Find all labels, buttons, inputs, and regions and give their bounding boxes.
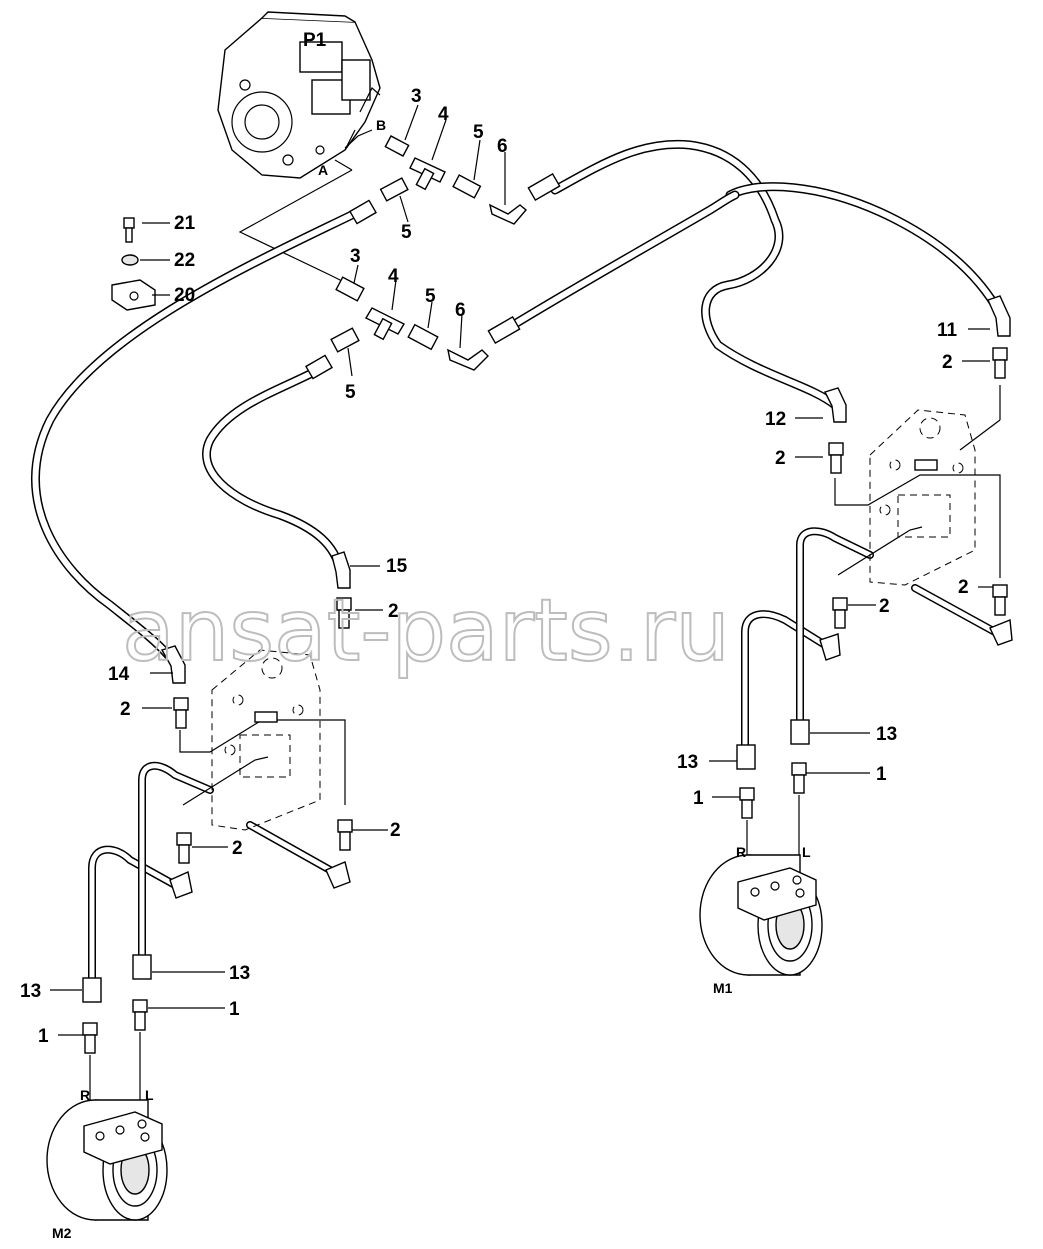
right-valve-plate	[834, 385, 1001, 586]
callout-3-lower: 3	[350, 246, 361, 267]
callout-1-right-a: 1	[876, 764, 887, 785]
callout-2-right-lower: 2	[879, 596, 890, 617]
callout-5-lower: 5	[425, 286, 436, 307]
callout-2-left-right: 2	[390, 820, 401, 841]
callout-4-upper: 4	[438, 104, 449, 125]
callout-11: 11	[937, 320, 958, 341]
right-fittings	[736, 295, 1013, 880]
callout-numbers: 3 4 5 6 5 21 22 20 3 4 5 6 5 11 2 12 2 1…	[20, 86, 969, 1047]
callout-2-left-top: 2	[388, 601, 399, 622]
callout-6-upper: 6	[497, 136, 508, 157]
callout-5-upper: 5	[473, 122, 484, 143]
port-a-label: A	[318, 162, 328, 178]
m2-port-l-label: L	[145, 1087, 154, 1103]
callout-22: 22	[174, 250, 195, 271]
m1-port-l-label: L	[802, 844, 811, 860]
left-rigid-tubes	[88, 761, 334, 984]
callout-1-left-a: 1	[38, 1026, 49, 1047]
callout-13-right-b: 13	[876, 724, 897, 745]
motor-m2	[46, 1099, 168, 1221]
callout-13-left-a: 13	[20, 981, 41, 1002]
m2-port-r-label: R	[80, 1087, 90, 1103]
callout-6-lower: 6	[455, 300, 466, 321]
callout-leaders	[50, 104, 993, 1036]
right-rigid-tubes	[741, 527, 999, 759]
callout-5-upper-b: 5	[401, 222, 412, 243]
hoses	[30, 139, 1000, 660]
pump-label: P1	[303, 30, 327, 51]
callout-1-left-b: 1	[229, 999, 240, 1020]
upper-fitting-row	[349, 135, 561, 225]
left-fittings	[82, 551, 353, 1115]
callout-13-left-b: 13	[229, 963, 250, 984]
callout-1-right-b: 1	[693, 788, 704, 809]
callout-3-upper: 3	[411, 86, 422, 107]
port-b-label: B	[376, 117, 386, 133]
lower-fitting-row	[305, 276, 521, 380]
clamp-parts	[111, 217, 156, 311]
callout-13-right-a: 13	[677, 752, 698, 773]
callout-21: 21	[174, 213, 196, 234]
callout-2-left-mid: 2	[120, 699, 131, 720]
m1-port-r-label: R	[736, 844, 746, 860]
motor-m1-label: M1	[713, 980, 733, 996]
callout-5-lower-b: 5	[345, 382, 356, 403]
motor-m2-label: M2	[52, 1225, 72, 1241]
watermark: ansat-parts.ru	[122, 581, 730, 681]
callout-2-right-top: 2	[942, 352, 953, 373]
pump-p1	[217, 11, 381, 179]
callout-12: 12	[765, 409, 786, 430]
callout-15: 15	[386, 556, 408, 577]
left-valve-plate	[179, 649, 346, 831]
callout-2-right-mid: 2	[775, 448, 786, 469]
callout-20: 20	[174, 285, 195, 306]
callout-4-lower: 4	[388, 266, 399, 287]
motor-m1	[699, 854, 823, 976]
callout-2-right-edge: 2	[958, 577, 969, 598]
callout-14: 14	[108, 664, 130, 685]
callout-2-left-lower: 2	[232, 838, 243, 859]
